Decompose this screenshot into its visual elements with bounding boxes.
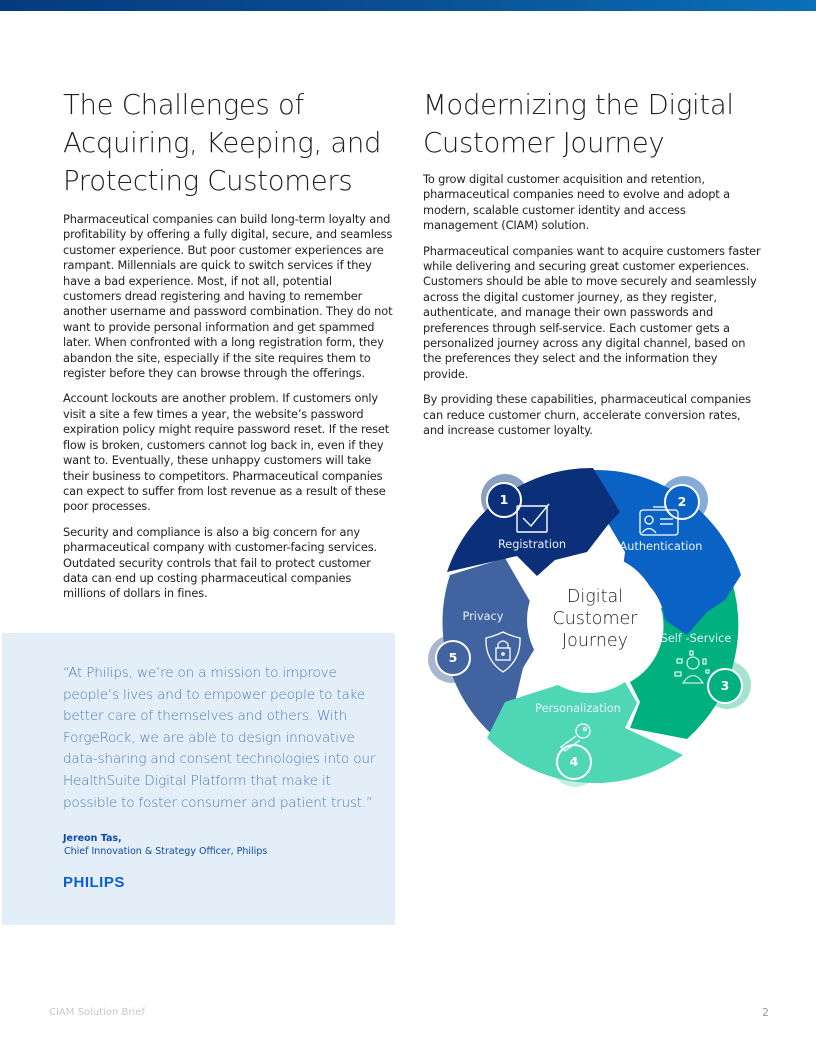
segment-label-authentication: Authentication [619,540,703,553]
segment-label-personalization: Personalization [535,702,621,715]
quote-text: “At Philips, we’re on a mission to impro… [63,665,376,811]
heading-line: The Challenges of [63,89,304,121]
quote-author: Jereon Tas, [63,833,122,844]
paragraph-lockouts: Account lockouts are another problem. If… [63,391,390,514]
journey-wheel [428,467,751,787]
paragraph-acquire: Pharmaceutical companies want to acquire… [423,243,761,381]
id-card-icon [639,506,679,536]
badge-number-4: 4 [569,754,579,769]
footer-page-number: 2 [762,1006,769,1019]
paragraph-loyalty: Pharmaceutical companies can build long-… [63,212,393,381]
testimonial-quote-box: “At Philips, we’re on a mission to impro… [2,633,395,925]
checkbox-icon [516,503,550,533]
badge-number-1: 1 [499,492,509,507]
heading-line: Modernizing the Digital [423,89,734,121]
left-column: The Challenges of Acquiring, Keeping, an… [63,86,393,612]
quote-author-role: Chief Innovation & Strategy Officer, Phi… [64,846,268,857]
center-title: Digital Customer Journey [540,586,650,652]
globe-network-icon [674,650,710,684]
top-accent-bar [0,0,816,11]
badge-3 [707,668,743,704]
paragraph-capabilities: By providing these capabilities, pharmac… [423,392,751,438]
segment-label-registration: Registration [497,538,567,551]
badge-number-5: 5 [448,650,458,665]
digital-customer-journey-diagram: 1 2 3 4 5 Registration Authentication Se… [425,460,765,790]
heading-line: Protecting Customers [63,165,353,197]
segment-label-self-service: Self -Service [660,632,732,645]
challenges-heading: The Challenges of Acquiring, Keeping, an… [63,86,393,200]
center-circle [527,554,659,686]
shield-lock-icon [485,631,521,673]
badge-1 [486,482,522,518]
center-title-line: Digital [566,587,624,607]
key-icon [560,723,591,752]
badge-5 [435,640,471,676]
heading-line: Acquiring, Keeping, and [63,127,382,159]
segment-authentication [593,469,741,635]
segment-label-privacy: Privacy [462,610,504,623]
segment-personalization [487,682,683,784]
philips-logo: PHILIPS [63,874,125,891]
center-title-line: Customer [552,609,638,629]
paragraph-grow: To grow digital customer acquisition and… [423,172,730,233]
badge-number-3: 3 [720,678,730,693]
right-column: Modernizing the Digital Customer Journey… [423,86,763,449]
segment-privacy [442,558,543,745]
center-title-line: Journey [561,631,629,651]
heading-line: Customer Journey [423,127,665,159]
modernizing-heading: Modernizing the Digital Customer Journey [423,86,763,162]
paragraph-security: Security and compliance is also a big co… [63,524,377,601]
badge-number-2: 2 [677,494,687,509]
footer-document-title: CIAM Solution Brief [49,1007,145,1018]
